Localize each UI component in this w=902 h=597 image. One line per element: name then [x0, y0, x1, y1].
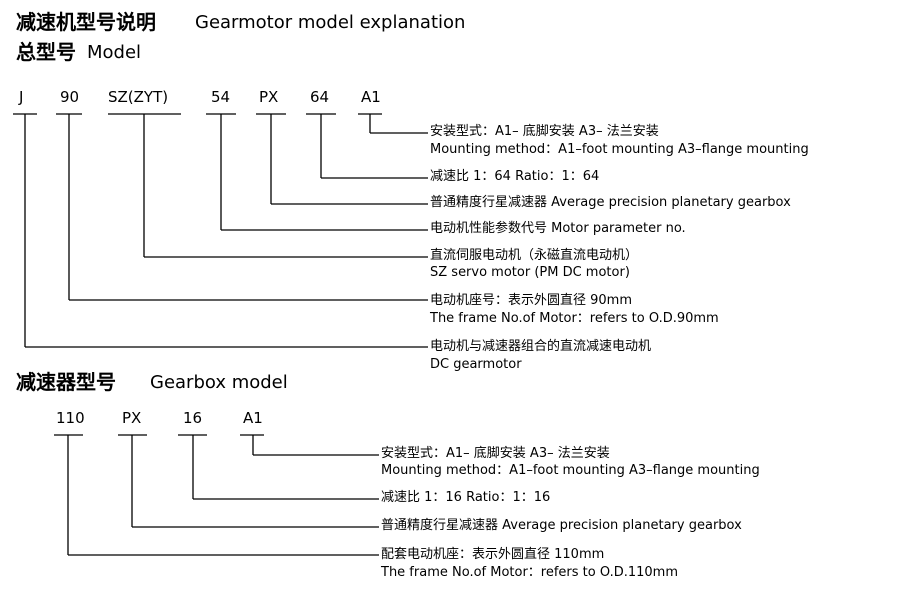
desc-servo-cn: 直流伺服电动机（永磁直流电动机）: [430, 248, 639, 263]
code-param: 54: [211, 88, 231, 106]
desc-gearbox: 普通精度行星减速器 Average precision planetary ge…: [430, 195, 791, 210]
code-gearbox: PX: [122, 409, 142, 427]
code-ratio: 16: [183, 409, 203, 427]
desc-gearmotor-cn: 电动机与减速器组合的直流减速电动机: [430, 339, 652, 354]
code-series: J: [19, 88, 24, 106]
code-motor: SZ(ZYT): [108, 88, 169, 106]
code-ratio: 64: [310, 88, 330, 106]
desc-motor-param: 电动机性能参数代号 Motor parameter no.: [430, 221, 686, 236]
desc-mounting-cn: 安装型式：A1– 底脚安装 A3– 法兰安装: [430, 124, 659, 139]
section1-subtitle-cn: 总型号: [16, 40, 76, 64]
code-mount: A1: [243, 409, 263, 427]
desc-mounting-en: Mounting method：A1–foot mounting A3–flan…: [381, 463, 760, 478]
desc-mounting-cn: 安装型式：A1– 底脚安装 A3– 法兰安装: [381, 446, 610, 461]
section1-title-en: Gearmotor model explanation: [195, 12, 466, 33]
desc-gearbox: 普通精度行星减速器 Average precision planetary ge…: [381, 518, 742, 533]
desc-gearmotor-en: DC gearmotor: [430, 357, 522, 372]
desc-ratio: 减速比 1：64 Ratio：1：64: [430, 169, 600, 184]
desc-ratio: 减速比 1：16 Ratio：1：16: [381, 490, 551, 505]
code-frame: 90: [60, 88, 80, 106]
section1-title-cn: 减速机型号说明: [16, 10, 156, 34]
section2-title-cn: 减速器型号: [16, 370, 116, 394]
section1-subtitle-en: Model: [87, 42, 142, 63]
desc-servo-en: SZ servo motor (PM DC motor): [430, 265, 630, 280]
code-mount: A1: [361, 88, 381, 106]
desc-frame-en: The frame No.of Motor：refers to O.D.90mm: [430, 311, 719, 326]
code-gearbox: PX: [259, 88, 279, 106]
desc-frame-en: The frame No.of Motor：refers to O.D.110m…: [381, 565, 678, 580]
section2-title-en: Gearbox model: [150, 372, 288, 393]
desc-mounting-en: Mounting method：A1–foot mounting A3–flan…: [430, 142, 809, 157]
code-frame: 110: [56, 409, 85, 427]
desc-frame-cn: 电动机座号：表示外圆直径 90mm: [430, 293, 633, 308]
desc-frame-cn: 配套电动机座：表示外圆直径 110mm: [381, 547, 605, 562]
